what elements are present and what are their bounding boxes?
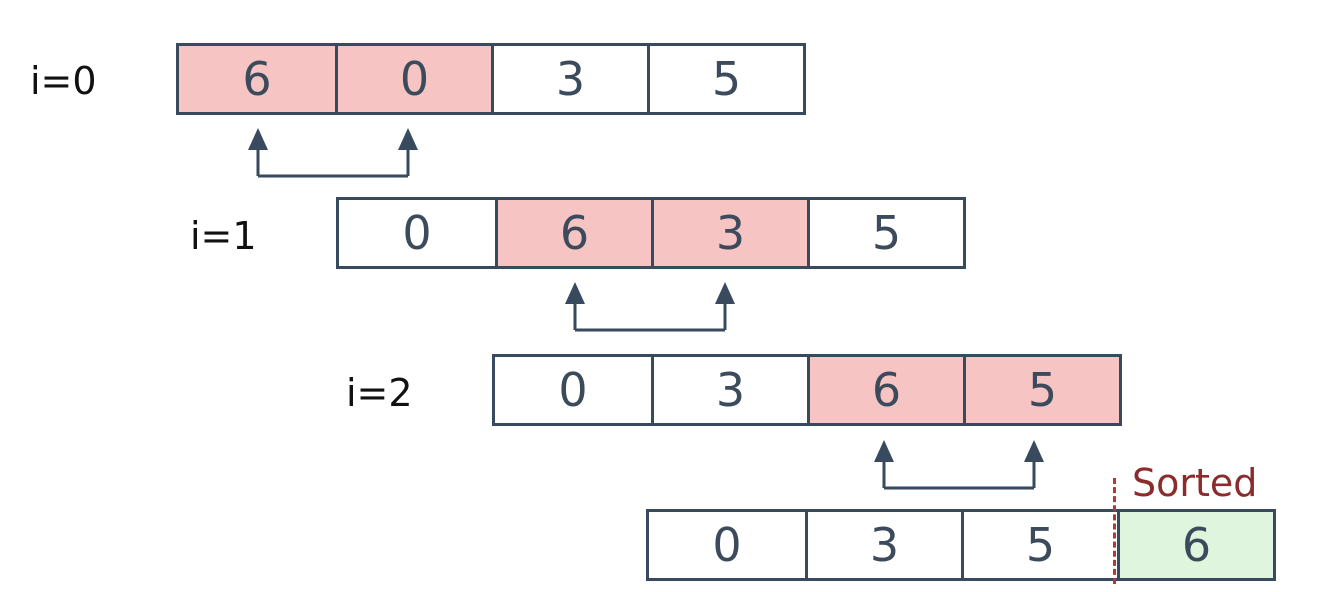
array-row-1: 0 6 3 5 xyxy=(336,197,966,269)
array-cell: 5 xyxy=(647,46,803,112)
sorted-divider xyxy=(1113,478,1116,584)
sorted-label: Sorted xyxy=(1132,461,1258,505)
array-cell: 3 xyxy=(805,512,961,578)
array-cell: 6 xyxy=(179,46,335,112)
array-cell: 0 xyxy=(339,200,495,266)
array-row-2: 0 3 6 5 xyxy=(492,354,1122,426)
swap-arrow-row-0 xyxy=(248,128,418,178)
array-cell: 3 xyxy=(651,357,807,423)
array-cell-sorted: 6 xyxy=(1117,512,1273,578)
array-row-3: 0 3 5 6 xyxy=(646,509,1276,581)
array-cell: 5 xyxy=(961,512,1117,578)
array-cell: 0 xyxy=(335,46,491,112)
array-cell: 3 xyxy=(651,200,807,266)
array-cell: 6 xyxy=(495,200,651,266)
array-cell: 5 xyxy=(807,200,963,266)
array-cell: 0 xyxy=(495,357,651,423)
array-cell: 5 xyxy=(963,357,1119,423)
row-label-i0: i=0 xyxy=(30,59,97,103)
row-label-i2: i=2 xyxy=(346,371,413,415)
row-label-i1: i=1 xyxy=(190,214,257,258)
array-cell: 0 xyxy=(649,512,805,578)
array-row-0: 6 0 3 5 xyxy=(176,43,806,115)
swap-arrow-row-2 xyxy=(874,440,1044,490)
swap-arrow-row-1 xyxy=(565,282,735,332)
array-cell: 3 xyxy=(491,46,647,112)
array-cell: 6 xyxy=(807,357,963,423)
